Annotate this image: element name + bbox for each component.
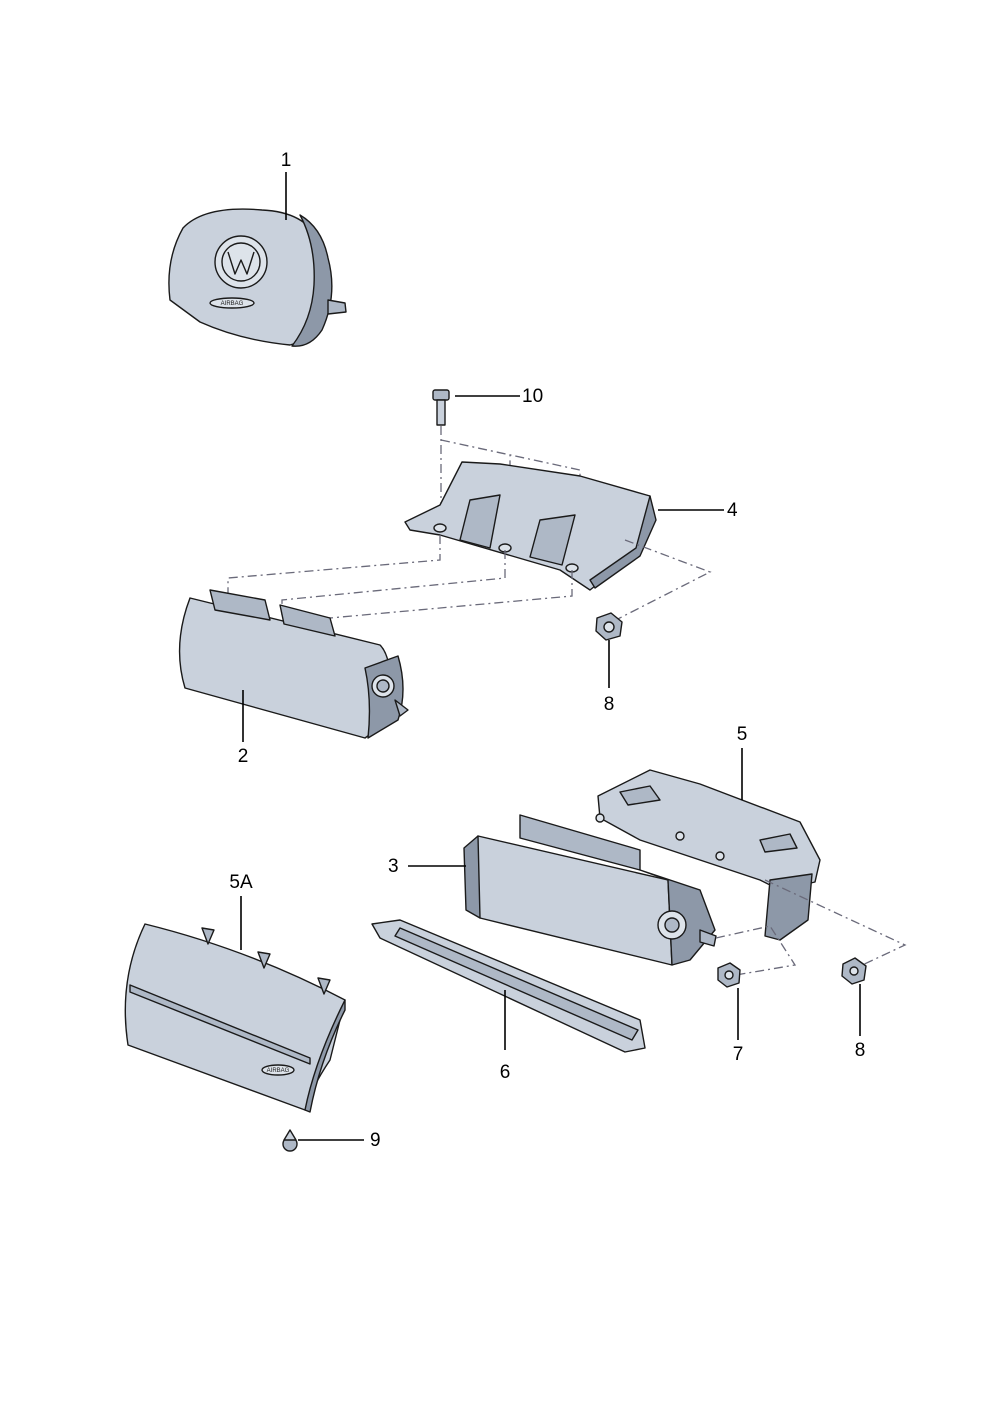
assembly-line <box>715 925 797 977</box>
airbag-bracket-5 <box>595 769 821 941</box>
callout-3: 3 <box>388 856 399 877</box>
assembly-line <box>605 539 712 626</box>
callout-1: 1 <box>281 150 292 171</box>
callout-7: 7 <box>733 1044 744 1065</box>
assembly-line <box>764 879 907 969</box>
callout-8-upper: 8 <box>604 694 615 715</box>
screw-9 <box>282 1129 298 1152</box>
airbag-cover-5A: AIRBAG <box>124 923 346 1113</box>
callout-10: 10 <box>522 386 543 407</box>
airbag-housing-3 <box>463 814 717 966</box>
trim-strip-6 <box>371 919 646 1053</box>
nut-8-upper <box>595 612 623 641</box>
callout-4: 4 <box>727 500 738 521</box>
steering-wheel-airbag: AIRBAG <box>168 208 347 347</box>
nut-8-lower <box>841 957 867 985</box>
callout-8-lower: 8 <box>855 1040 866 1061</box>
callout-2: 2 <box>238 746 249 767</box>
callout-6: 6 <box>500 1062 511 1083</box>
cover-airbag-logo-text: AIRBAG <box>267 1068 290 1074</box>
bolt-10 <box>432 389 450 426</box>
airbag-logo-text: AIRBAG <box>221 301 244 307</box>
nut-7 <box>717 962 741 988</box>
callout-5: 5 <box>737 724 748 745</box>
callout-9: 9 <box>370 1130 381 1151</box>
airbag-bracket-4 <box>404 461 657 591</box>
passenger-airbag-2 <box>178 589 409 739</box>
callout-5A: 5A <box>229 872 253 893</box>
